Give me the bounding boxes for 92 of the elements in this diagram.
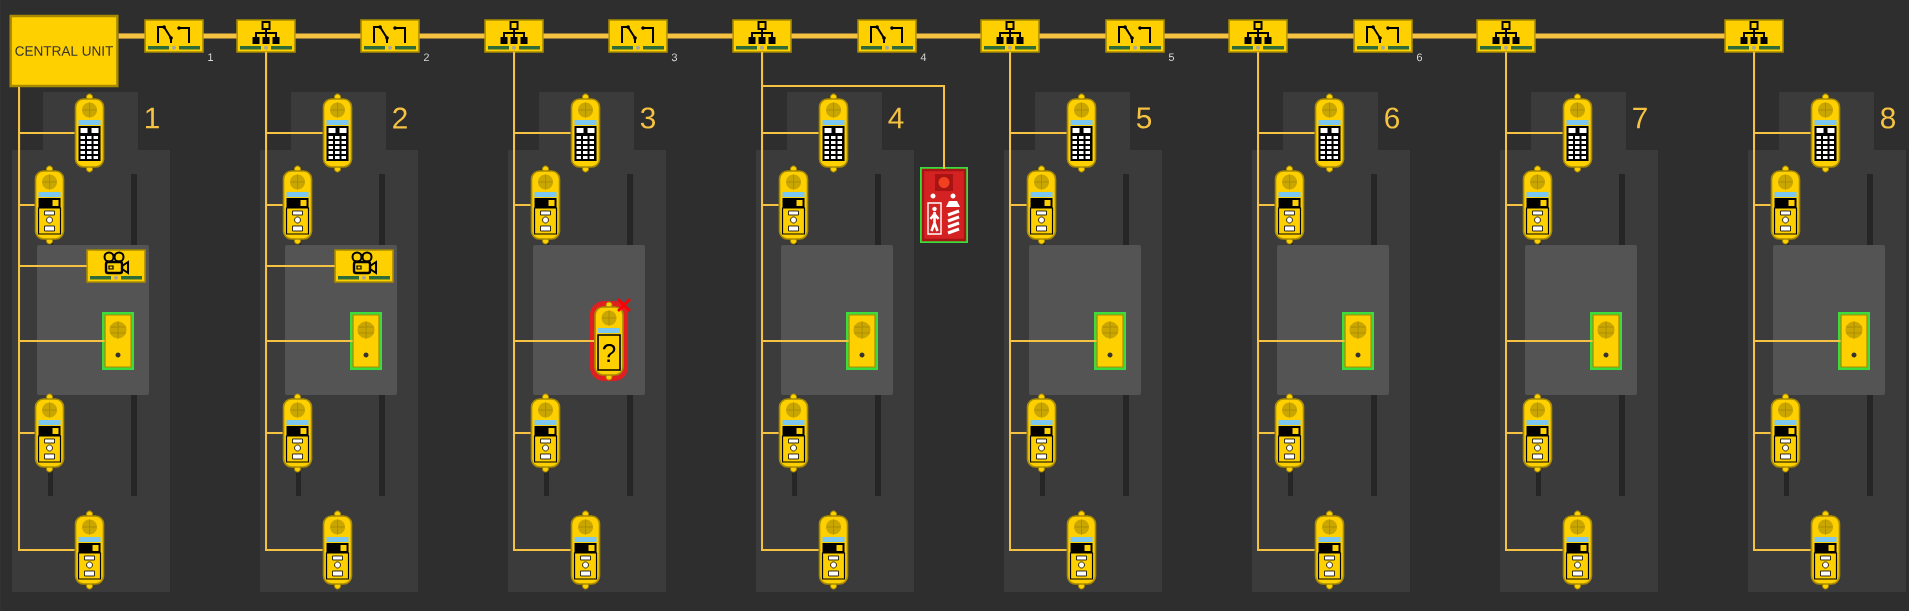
module-number: 4 (920, 53, 927, 61)
cable-line (1039, 33, 1106, 39)
relay-module-drawing (360, 19, 420, 53)
speaker-panel-drawing (846, 312, 878, 370)
intercom-drawing (530, 165, 561, 245)
keypad-intercom-drawing (1314, 93, 1345, 173)
intercom-drawing (1026, 393, 1057, 473)
keypad-intercom-drawing (1066, 93, 1097, 173)
shaft-number: 1 (146, 107, 159, 129)
shaft-number: 5 (1136, 107, 1152, 129)
cable-line (791, 33, 858, 39)
shaft-number: 6 (1385, 107, 1399, 129)
intercom-drawing (74, 510, 105, 590)
intercom-drawing (34, 165, 65, 245)
relay-module-drawing (144, 19, 204, 53)
intercom-drawing (1522, 165, 1553, 245)
intercom-drawing (1314, 510, 1345, 590)
intercom-drawing (1274, 393, 1305, 473)
keypad-intercom-drawing (74, 93, 105, 173)
relay-module-drawing (608, 19, 668, 53)
cable-line (265, 51, 324, 551)
cable-line (419, 33, 485, 39)
cable-line (1257, 51, 1316, 551)
intercom-drawing (282, 393, 313, 473)
cable-line (513, 51, 572, 551)
cable-line (295, 33, 361, 39)
intercom-drawing (1810, 510, 1841, 590)
intercom-drawing (778, 165, 809, 245)
cable-line (18, 86, 76, 551)
shaft-number: 3 (640, 107, 655, 129)
module-number: 3 (671, 53, 678, 62)
cable-line (1753, 51, 1812, 551)
intercom-drawing (1770, 165, 1801, 245)
cable-line (916, 33, 981, 39)
cable-line (118, 33, 145, 39)
shaft-number: 7 (1633, 107, 1647, 129)
intercom-drawing (322, 510, 353, 590)
keypad-intercom-drawing (322, 93, 353, 173)
fire-alarm-panel-drawing (920, 167, 968, 243)
speaker-panel-drawing (102, 312, 134, 370)
cable-line (1505, 51, 1564, 551)
camera-module-drawing (334, 249, 394, 283)
intercom-drawing (1522, 393, 1553, 473)
keypad-intercom-drawing (1562, 93, 1593, 173)
speaker-panel-drawing (350, 312, 382, 370)
intercom-drawing (570, 510, 601, 590)
splitter-module-drawing (1228, 19, 1288, 53)
relay-module-drawing (1353, 19, 1413, 53)
camera-module-drawing (86, 249, 146, 283)
cable-line (1287, 33, 1354, 39)
intercom-drawing (1066, 510, 1097, 590)
faulty-intercom-drawing: ? (590, 297, 632, 381)
shaft-number: 8 (1881, 107, 1895, 129)
splitter-module-drawing (980, 19, 1040, 53)
intercom-drawing (818, 510, 849, 590)
splitter-module-drawing (236, 19, 296, 53)
intercom-drawing (34, 393, 65, 473)
cable-line (761, 51, 945, 171)
cable-line (203, 33, 237, 39)
cable-line (1009, 51, 1068, 551)
shaft-number: 2 (393, 107, 407, 129)
central-unit-box: CENTRAL UNIT (9, 14, 119, 88)
relay-module-drawing (857, 19, 917, 53)
splitter-module-drawing (732, 19, 792, 53)
splitter-module-drawing (1724, 19, 1784, 53)
keypad-intercom-drawing (570, 93, 601, 173)
speaker-panel-drawing (1342, 312, 1374, 370)
intercom-drawing (530, 393, 561, 473)
cable-line (543, 33, 609, 39)
splitter-module-drawing (484, 19, 544, 53)
intercom-drawing (1770, 393, 1801, 473)
keypad-intercom-drawing (1810, 93, 1841, 173)
intercom-drawing (1274, 165, 1305, 245)
cable-line (667, 33, 733, 39)
speaker-panel-drawing (1590, 312, 1622, 370)
cable-line (1535, 33, 1725, 39)
intercom-drawing (1026, 165, 1057, 245)
keypad-intercom-drawing (818, 93, 849, 173)
module-number: 2 (424, 53, 429, 62)
module-number: 1 (208, 53, 213, 61)
intercom-drawing (282, 165, 313, 245)
cable-line (1412, 33, 1477, 39)
module-number: 6 (1416, 53, 1423, 62)
intercom-drawing (778, 393, 809, 473)
speaker-panel-drawing (1838, 312, 1870, 370)
module-number: 5 (1168, 53, 1175, 62)
cable-line (1164, 33, 1229, 39)
intercom-drawing (1562, 510, 1593, 590)
speaker-panel-drawing (1094, 312, 1126, 370)
relay-module-drawing (1105, 19, 1165, 53)
splitter-module-drawing (1476, 19, 1536, 53)
shaft-number: 4 (888, 107, 904, 129)
